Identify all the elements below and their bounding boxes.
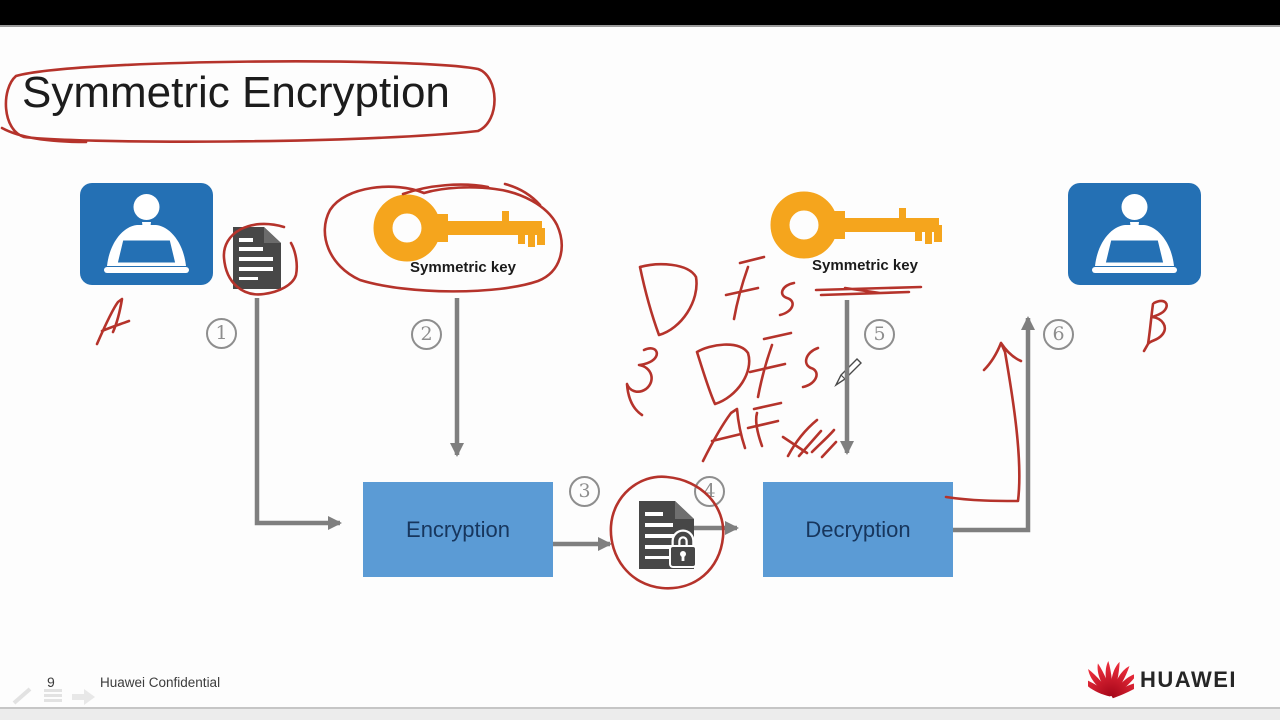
step-3-badge: 3 — [569, 476, 600, 507]
ciphertext-document-icon — [639, 501, 697, 569]
bottom-divider — [0, 707, 1280, 709]
top-letterbox-bar — [0, 0, 1280, 27]
ink-letter-b — [1142, 299, 1168, 353]
arrow-decryption-to-user-b — [953, 316, 1035, 533]
ink-word-3des — [625, 331, 820, 417]
presenter-arrow-icon[interactable] — [72, 689, 95, 705]
ink-word-aes — [701, 401, 838, 463]
footer-confidential-label: Huawei Confidential — [100, 675, 221, 690]
symmetric-key-left-label: Symmetric key — [410, 259, 516, 276]
ink-word-des — [638, 255, 796, 337]
symmetric-key-right-icon — [769, 187, 944, 263]
huawei-logo-petals-icon — [1088, 660, 1134, 699]
user-a-icon — [80, 183, 213, 285]
huawei-wordmark: HUAWEI — [1140, 667, 1237, 692]
step-4-badge: 4 — [694, 476, 725, 507]
presenter-menu-icon[interactable] — [44, 689, 62, 702]
ink-arrow-to-user-b — [944, 341, 1023, 503]
slide-title: Symmetric Encryption — [22, 68, 450, 117]
symmetric-key-right-label: Symmetric key — [812, 257, 918, 274]
encryption-box: Encryption — [363, 482, 553, 577]
presenter-controls — [12, 687, 95, 705]
ink-underline-key-b — [814, 285, 923, 297]
footer-page-number: 9 — [47, 674, 55, 690]
plaintext-document-icon — [233, 227, 281, 289]
step-6-badge: 6 — [1043, 319, 1074, 350]
pen-cursor-icon — [834, 358, 862, 388]
step-5-badge: 5 — [864, 319, 895, 350]
presenter-pen-icon[interactable] — [12, 687, 32, 705]
symmetric-key-left-icon — [372, 190, 547, 266]
ink-letter-a — [95, 297, 131, 346]
step-2-badge: 2 — [411, 319, 442, 350]
decryption-box: Decryption — [763, 482, 953, 577]
bottom-letterbox-strip — [0, 709, 1280, 720]
step-1-badge: 1 — [206, 318, 237, 349]
arrow-doc-to-encryption — [254, 298, 342, 530]
user-b-icon — [1068, 183, 1201, 285]
